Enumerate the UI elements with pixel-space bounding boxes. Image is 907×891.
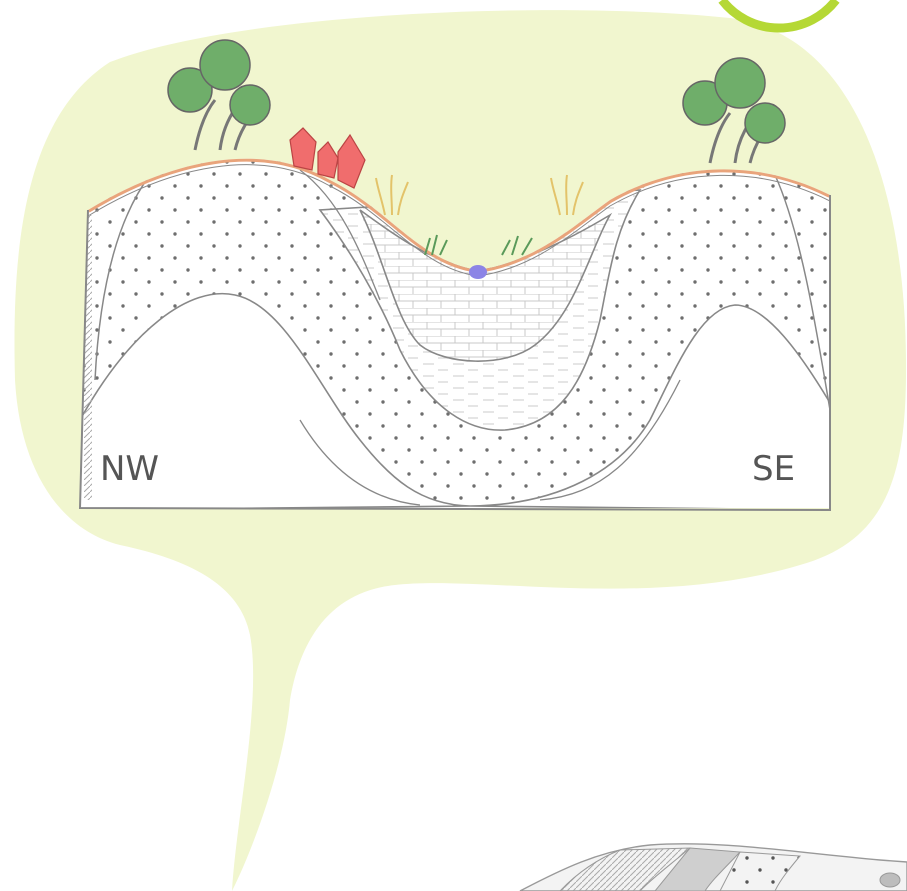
label-se: SE [752, 449, 795, 489]
water-icon [469, 265, 487, 279]
map-thumbnail [520, 844, 907, 891]
label-nw: NW [100, 449, 159, 489]
